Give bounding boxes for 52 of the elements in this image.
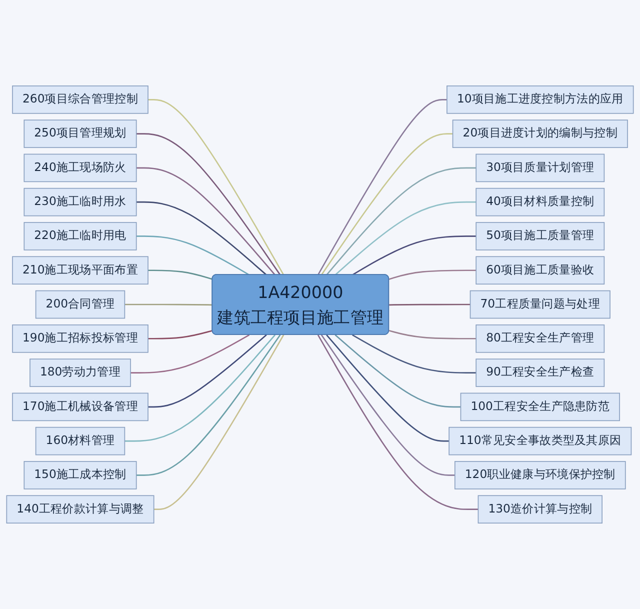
connector — [320, 334, 455, 476]
connector — [334, 334, 461, 408]
node-box: 130造价计算与控制 — [478, 495, 602, 524]
node-box: 30项目质量计划管理 — [476, 154, 605, 182]
node-box: 260项目综合管理控制 — [12, 86, 148, 114]
node-box: 250项目管理规划 — [24, 120, 137, 148]
node-box: 80工程安全生产管理 — [476, 324, 605, 353]
node-box: 150施工成本控制 — [24, 461, 137, 490]
node-box: 170施工机械设备管理 — [12, 392, 148, 422]
node-box: 90工程安全生产检查 — [476, 358, 605, 387]
node-box: 180劳动力管理 — [30, 358, 131, 387]
connector — [317, 98, 447, 276]
connector — [352, 334, 476, 374]
connector — [124, 304, 213, 306]
node-box: 70工程质量问题与处理 — [470, 290, 610, 319]
connector — [130, 334, 250, 374]
node-box: 50项目施工质量管理 — [476, 222, 605, 250]
node-box: 120职业健康与环境保护控制 — [454, 461, 626, 490]
connector — [148, 270, 213, 280]
connector — [148, 334, 267, 408]
connector — [154, 334, 284, 510]
connector — [352, 236, 476, 276]
node-box: 40项目材料质量控制 — [476, 188, 605, 216]
connector — [136, 133, 281, 276]
node-box: 110常见安全事故类型及其原因 — [448, 426, 632, 456]
connector — [148, 98, 284, 276]
connector — [124, 334, 276, 442]
connector — [389, 304, 470, 306]
node-box: 160材料管理 — [35, 426, 126, 456]
node-box: 10项目施工进度控制方法的应用 — [446, 86, 634, 114]
node-box: 200合同管理 — [35, 290, 126, 319]
node-box: 60项目施工质量验收 — [476, 256, 605, 285]
node-box: 240施工现场防火 — [24, 154, 137, 182]
connector — [326, 167, 476, 276]
node-box: 140工程价款计算与调整 — [6, 495, 154, 524]
node-box: 210施工现场平面布置 — [12, 256, 148, 285]
node-box: 100工程安全生产隐患防范 — [460, 392, 620, 422]
connector — [136, 334, 281, 476]
connector — [136, 167, 276, 276]
connector — [326, 334, 450, 442]
connector — [136, 201, 267, 276]
node-box: 230施工临时用水 — [24, 188, 137, 216]
connector — [317, 334, 478, 510]
node-box: 220施工临时用电 — [24, 222, 137, 250]
node-box: 190施工招标投标管理 — [12, 324, 148, 353]
connector — [388, 330, 476, 340]
connector — [388, 270, 476, 280]
connector — [334, 201, 476, 276]
connector — [136, 236, 250, 276]
connector — [320, 133, 453, 276]
connector — [148, 330, 213, 340]
node-box: 20项目进度计划的编制与控制 — [452, 120, 628, 148]
